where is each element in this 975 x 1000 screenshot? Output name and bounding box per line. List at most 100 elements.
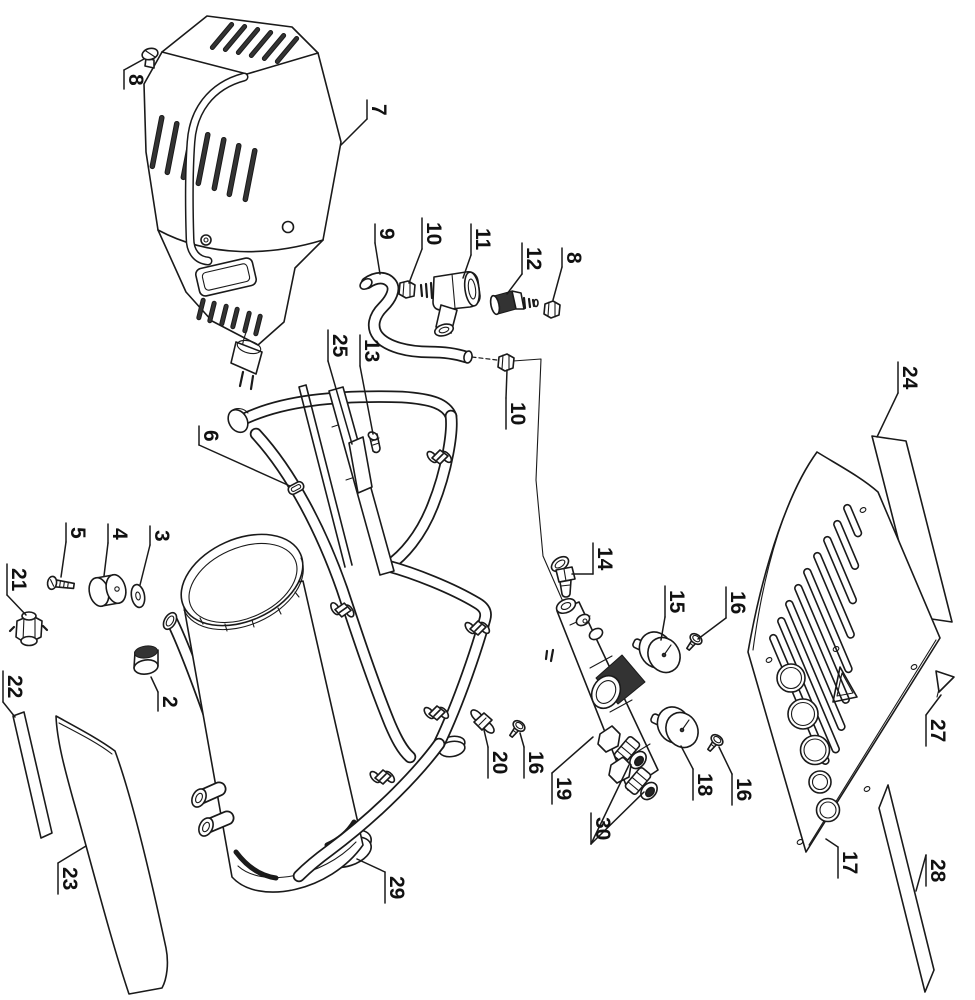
handle-frame: [227, 384, 493, 883]
callout-leader: [825, 838, 839, 848]
callout-leader: [57, 845, 87, 864]
left-parts: [8, 573, 169, 995]
gauge-18: [650, 706, 699, 749]
part-number-label: 9: [375, 228, 398, 240]
callout-leader: [356, 858, 386, 873]
part-number-label: 8: [124, 74, 147, 86]
callout-leader: [551, 736, 594, 774]
callout-part-24: 24: [876, 361, 921, 438]
part-number-label: 14: [593, 547, 616, 571]
callout-leader: [198, 444, 291, 487]
rubber-foot-4: [88, 573, 127, 608]
part-number-label: 3: [150, 530, 173, 542]
callout-part-8: 8: [123, 58, 147, 90]
part-number-label: 4: [108, 528, 131, 540]
motor-carry-handle: [186, 74, 247, 264]
motor-pump-assembly: [141, 15, 342, 391]
fitting-21: [8, 611, 49, 647]
gauge-15: [632, 631, 681, 674]
callout-leader: [660, 616, 666, 641]
part-number-label: 12: [522, 247, 545, 270]
part-number-label: 5: [66, 527, 89, 539]
callout-leader: [123, 58, 145, 71]
part-number-label: 10: [506, 402, 529, 425]
clip-20: [470, 709, 495, 734]
callout-leader: [718, 746, 733, 775]
callout-part-16: 16: [718, 746, 755, 806]
callout-part-3: 3: [139, 525, 173, 586]
hose-9: [362, 273, 471, 362]
callout-leader: [60, 541, 67, 578]
motor-label-recess: [194, 257, 258, 297]
frame-clip: [421, 704, 452, 722]
clip-6: [287, 480, 305, 496]
nut-10: [398, 280, 416, 299]
quick-coupler-30: [608, 756, 658, 801]
callout-part-17: 17: [825, 838, 861, 879]
frame-top-rail: [239, 392, 456, 424]
part-number-label: 16: [726, 591, 749, 614]
callout-leader: [505, 369, 508, 399]
callout-leader: [697, 617, 727, 640]
callout-part-12: 12: [506, 242, 545, 295]
part-number-label: 11: [471, 228, 494, 251]
part-number-label: 24: [898, 366, 921, 390]
part-number-label: 20: [488, 751, 511, 774]
callout-part-16: 16: [697, 586, 749, 640]
callout-leader: [103, 542, 109, 577]
callout-part-19: 19: [551, 736, 594, 805]
hose-connection-line: [512, 358, 565, 605]
callout-leader: [590, 764, 630, 845]
washer-3: [130, 583, 146, 609]
part-number-label: 15: [665, 590, 688, 614]
callout-part-14: 14: [571, 542, 616, 575]
callout-part-4: 4: [103, 523, 131, 577]
part-number-label: 2: [158, 696, 181, 708]
part-number-label: 22: [3, 675, 26, 698]
manifold-assembly: [470, 555, 726, 801]
callout-part-27: 27: [925, 694, 949, 747]
nut-8: [543, 300, 561, 319]
part-number-label: 23: [58, 867, 81, 890]
part-number-label: 21: [7, 568, 30, 592]
callout-part-8: 8: [552, 247, 585, 301]
drain-plug-2: [133, 645, 159, 675]
part-number-label: 10: [422, 222, 445, 245]
part-number-label: 16: [524, 751, 547, 774]
motor-top-vents: [209, 22, 300, 64]
hose-assembly: [359, 271, 565, 605]
tank-port-boss: [198, 810, 235, 837]
callout-leader: [150, 676, 159, 693]
callout-leader: [915, 854, 927, 892]
safety-valve-14: [550, 555, 576, 598]
callout-part-6: 6: [198, 425, 291, 487]
motor-bottom-vents: [196, 297, 263, 337]
callout-leader: [680, 745, 694, 770]
callout-part-18: 18: [680, 745, 716, 801]
part-number-label: 18: [693, 773, 716, 797]
decal-strip-28: [878, 784, 935, 993]
tank-lid: [180, 533, 304, 627]
callout-part-10: 10: [505, 369, 529, 430]
part-number-label: 29: [385, 876, 408, 899]
part-number-label: 8: [562, 252, 585, 264]
callout-leader: [925, 694, 942, 716]
callout-part-15: 15: [660, 585, 688, 641]
callout-part-30: 30: [590, 764, 645, 845]
callout-leader: [359, 365, 374, 435]
screw-5: [46, 575, 76, 591]
part-number-label: 25: [328, 334, 351, 358]
check-valve-11: [419, 271, 481, 337]
part-number-label: 19: [552, 777, 575, 800]
screw-13: [367, 431, 381, 454]
frame-clip: [367, 768, 398, 786]
callout-leader: [327, 360, 353, 445]
callout-part-21: 21: [6, 563, 30, 616]
part-number-label: 17: [838, 851, 861, 874]
regulator-knob: [590, 654, 646, 710]
part-number-label: 28: [926, 859, 949, 883]
callout-leader: [6, 594, 27, 616]
frame-right-rail: [383, 561, 491, 749]
power-plug: [230, 329, 263, 391]
